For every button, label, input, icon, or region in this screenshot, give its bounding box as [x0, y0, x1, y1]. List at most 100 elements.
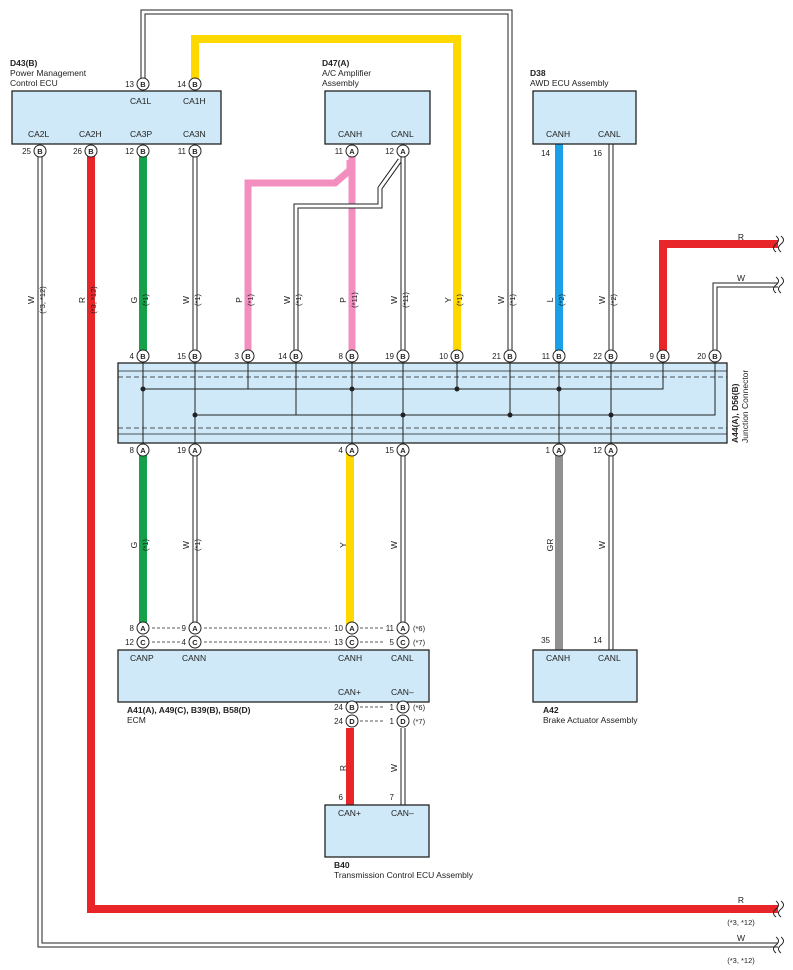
- pin-label-ecm-canminus: CAN–: [391, 687, 414, 697]
- wire-label-upper-2: G(*1): [129, 293, 150, 306]
- pin-d43-ca1h-connector: B: [192, 80, 198, 89]
- svg-text:W: W: [737, 933, 745, 943]
- pin-ecm-row2-1-connector: C: [192, 638, 198, 647]
- pin-d43-bottom-2-connector: B: [140, 147, 146, 156]
- svg-text:P: P: [338, 297, 348, 303]
- pin-junction-bottom-0-connector: A: [140, 446, 146, 455]
- pin-junction-top-9-connector: B: [608, 352, 614, 361]
- pin-ecm-row1-0-connector: A: [140, 624, 146, 633]
- svg-text:P: P: [234, 297, 244, 303]
- svg-text:W: W: [496, 296, 506, 304]
- pin-label-d38-canl: CANL: [598, 129, 621, 139]
- wire-label-upper-0: W(*3, *12): [26, 286, 47, 314]
- wire-label-upper-10: L(*2): [545, 293, 566, 306]
- pin-label-ecm-cann: CANN: [182, 653, 206, 663]
- wire-label-tcm-1: W: [389, 764, 399, 772]
- pin-label-ca2l: CA2L: [28, 129, 50, 139]
- pin-d43-bottom-0-connector: B: [37, 147, 43, 156]
- pin-ecm-row2-1-number: 4: [182, 638, 187, 647]
- pin-ecm-row4-1-connector: D: [400, 717, 406, 726]
- pin-junction-top-5-connector: B: [400, 352, 406, 361]
- wire-label-lower-3: W: [389, 541, 399, 549]
- pin-d43-bottom-2-number: 12: [125, 147, 134, 156]
- pin-junction-bottom-5-connector: A: [608, 446, 614, 455]
- ecm-note-7-top: (*7): [413, 638, 426, 647]
- pin-junction-top-8: 11 B: [542, 349, 566, 363]
- pin-junction-top-11-number: 20: [697, 352, 706, 361]
- pin-ecm-row1-2-number: 10: [334, 624, 343, 633]
- component-a42: CANH CANL A42 Brake Actuator Assembly: [532, 649, 638, 725]
- pin-ecm-row3-0-connector: B: [349, 703, 355, 712]
- wire-label-bottom-1: W(*3, *12): [727, 933, 755, 965]
- pin-junction-top-2-connector: B: [245, 352, 251, 361]
- svg-text:(*1): (*1): [246, 293, 255, 306]
- component-d47-name2: Assembly: [322, 78, 360, 88]
- wire-label-bottom-0: R(*3, *12): [727, 895, 755, 927]
- pin-junction-top-9: 22 B: [593, 349, 618, 363]
- pin-junction-top-8-connector: B: [556, 352, 562, 361]
- pin-junction-top-3-number: 14: [278, 352, 287, 361]
- component-ecm-id: A41(A), A49(C), B39(B), B58(D): [127, 705, 251, 715]
- wire-ca1h-yellow: [191, 35, 461, 353]
- wire-ca2h-red: [87, 152, 778, 913]
- pin-label-d47-canh: CANH: [338, 129, 362, 139]
- svg-text:(*3, *12): (*3, *12): [38, 286, 47, 314]
- wire-canl-white-1: [293, 158, 403, 353]
- component-b40-name: Transmission Control ECU Assembly: [334, 870, 474, 880]
- component-b40: CAN+ CAN– B40 Transmission Control ECU A…: [324, 804, 474, 880]
- pin-d43-bottom-1-connector: B: [88, 147, 94, 156]
- pin-label-ca1h: CA1H: [183, 96, 206, 106]
- pin-ecm-row1-3-number: 11: [386, 624, 395, 633]
- pin-d47-canl-connector: A: [400, 147, 406, 156]
- pin-ecm-row3-0-number: 24: [334, 703, 343, 712]
- pin-junction-top-9-number: 22: [593, 352, 602, 361]
- svg-text:(*1): (*1): [193, 538, 202, 551]
- pin-label-ca3p: CA3P: [130, 129, 153, 139]
- pin-junction-bottom-3-connector: A: [400, 446, 406, 455]
- component-d43: D43(B) Power Management Control ECU CA1L…: [10, 58, 222, 145]
- pin-junction-top-8-number: 11: [542, 352, 551, 361]
- wire-label-lower-0: G(*1): [129, 538, 150, 551]
- wire-right-red: [659, 240, 778, 353]
- pin-ecm-row4-1-number: 1: [390, 717, 395, 726]
- component-a42-name: Brake Actuator Assembly: [543, 715, 638, 725]
- component-d38: D38 AWD ECU Assembly CANH CANL: [530, 68, 637, 145]
- pin-label-ca1l: CA1L: [130, 96, 152, 106]
- wire-label-lower-1: W(*1): [181, 538, 202, 551]
- pin-d43-bottom-2: 12 B: [125, 144, 150, 158]
- pin-label-ecm-canh: CANH: [338, 653, 362, 663]
- svg-text:G: G: [129, 542, 139, 549]
- pin-ecm-row2-3-connector: C: [400, 638, 406, 647]
- pin-d43-bottom-3-connector: B: [192, 147, 198, 156]
- pin-label-a42-canh: CANH: [546, 653, 570, 663]
- pin-b40-canplus: 6: [339, 793, 344, 802]
- wire-break-marks: [773, 235, 784, 954]
- pin-junction-top-5-number: 19: [385, 352, 394, 361]
- pin-ecm-row2-2-connector: C: [349, 638, 355, 647]
- ecm-note-7-bottom: (*7): [413, 717, 426, 726]
- component-d43-name1: Power Management: [10, 68, 87, 78]
- svg-text:W: W: [181, 541, 191, 549]
- pin-label-d38-canh: CANH: [546, 129, 570, 139]
- pin-ecm-row1-2-connector: A: [349, 624, 355, 633]
- wire-label-upper-4: P(*1): [234, 293, 255, 306]
- pin-label-ecm-canplus: CAN+: [338, 687, 361, 697]
- pin-ecm-row3-0: 24 B: [334, 700, 359, 714]
- component-d43-name2: Control ECU: [10, 78, 58, 88]
- component-b40-id: B40: [334, 860, 350, 870]
- pin-junction-top-7-number: 21: [492, 352, 501, 361]
- svg-text:(*1): (*1): [141, 293, 150, 306]
- pin-b40-canminus-number: 7: [390, 793, 395, 802]
